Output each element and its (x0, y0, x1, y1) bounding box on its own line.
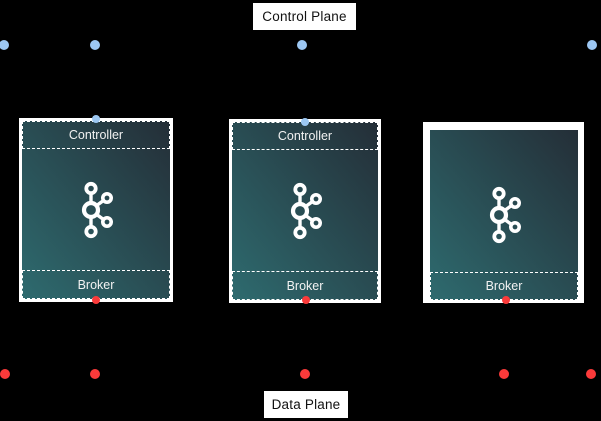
data-plane-dot (499, 369, 509, 379)
data-plane-dot (0, 369, 10, 379)
node2-controller-port-dot (301, 118, 309, 126)
control-plane-dot (297, 40, 307, 50)
broker-role-strip: Broker (22, 270, 170, 299)
kafka-node-2: Controller Broker (229, 119, 381, 303)
kafka-node-1: Controller Broker (19, 118, 173, 302)
broker-label: Broker (485, 279, 523, 293)
data-plane-dot (586, 369, 596, 379)
data-plane-dot (300, 369, 310, 379)
kafka-node-3-body: Broker (430, 130, 578, 300)
node1-controller-port-dot (92, 115, 100, 123)
control-plane-label: Control Plane (253, 3, 356, 30)
data-plane-label: Data Plane (264, 391, 348, 418)
kafka-node-3: Broker (423, 122, 584, 303)
node2-broker-port-dot (302, 296, 310, 304)
kafka-logo-icon (22, 121, 170, 299)
kafka-node-1-body: Controller Broker (22, 121, 170, 299)
kafka-logo-icon (232, 122, 378, 300)
kafka-node-2-body: Controller Broker (232, 122, 378, 300)
control-plane-dot (90, 40, 100, 50)
node3-broker-port-dot (502, 296, 510, 304)
control-plane-dot (587, 40, 597, 50)
controller-label: Controller (277, 129, 333, 143)
kafka-logo-icon (430, 130, 578, 300)
broker-label: Broker (286, 278, 324, 293)
broker-label: Broker (77, 277, 115, 292)
node1-broker-port-dot (92, 296, 100, 304)
data-plane-dot (90, 369, 100, 379)
control-plane-dot (0, 40, 9, 50)
controller-label: Controller (68, 128, 124, 142)
